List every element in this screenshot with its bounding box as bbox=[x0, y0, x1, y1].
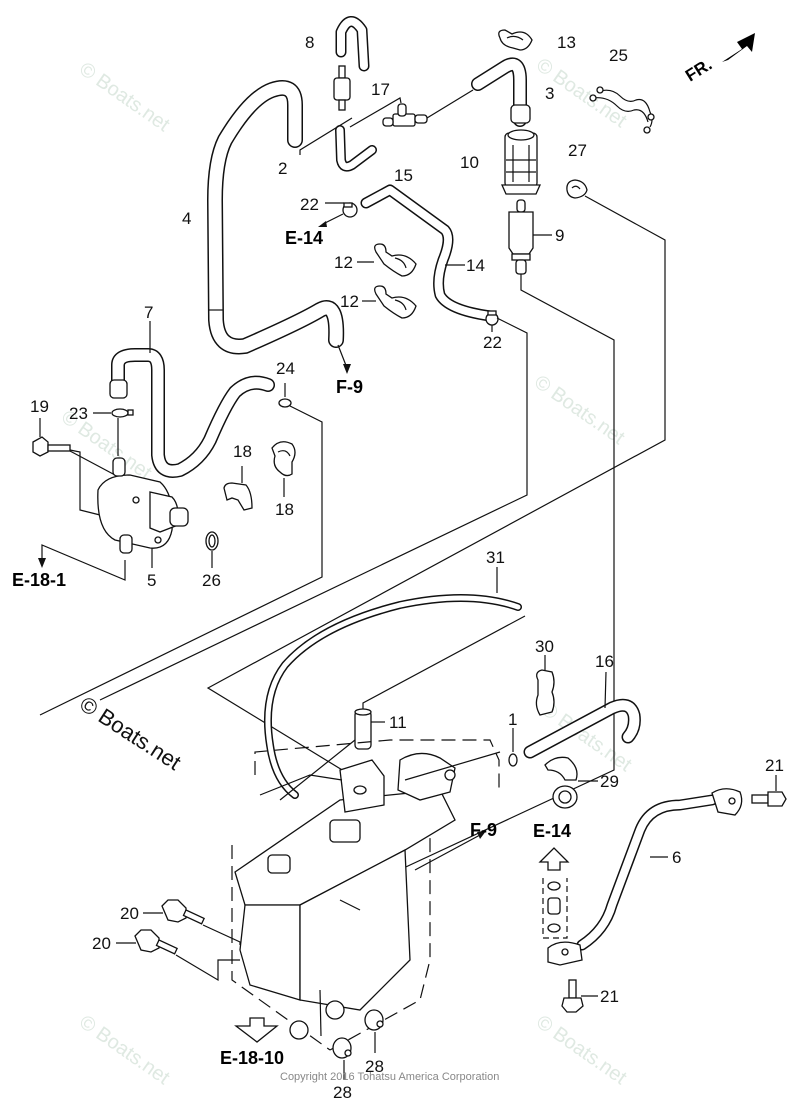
callout-16: 16 bbox=[595, 652, 614, 671]
hose-3[interactable] bbox=[471, 57, 531, 127]
callout-14: 14 bbox=[466, 256, 485, 275]
clip-13[interactable] bbox=[498, 29, 533, 51]
hose-31[interactable] bbox=[263, 567, 522, 799]
hose-4[interactable] bbox=[207, 79, 345, 355]
clip-18-left[interactable] bbox=[223, 466, 253, 511]
ref-f9-mid[interactable]: F-9 bbox=[470, 820, 497, 840]
clip-27[interactable] bbox=[206, 179, 666, 791]
callout-25: 25 bbox=[609, 46, 628, 65]
watermark: © Boats.net bbox=[75, 1011, 174, 1089]
fuel-filter-9[interactable] bbox=[394, 199, 615, 873]
callout-2: 2 bbox=[278, 159, 287, 178]
filter-element-10[interactable] bbox=[500, 129, 542, 195]
callout-26: 26 bbox=[202, 571, 221, 590]
clamp-22-lower[interactable] bbox=[99, 310, 528, 701]
hose-2[interactable] bbox=[299, 97, 402, 172]
callout-30: 30 bbox=[535, 637, 554, 656]
bolt-20-lower[interactable] bbox=[116, 929, 240, 982]
callout-31: 31 bbox=[486, 548, 505, 567]
callout-labels: 8 17 2 15 13 3 25 10 27 9 4 22 12 12 14 … bbox=[30, 33, 784, 1102]
callout-6: 6 bbox=[672, 848, 681, 867]
ref-e18-1[interactable]: E-18-1 bbox=[12, 570, 66, 590]
check-valve-17[interactable] bbox=[333, 65, 351, 111]
hose-14[interactable] bbox=[360, 184, 496, 322]
callout-21-lower: 21 bbox=[600, 987, 619, 1006]
sleeve-11[interactable] bbox=[354, 615, 526, 750]
callout-10: 10 bbox=[460, 153, 479, 172]
clip-12-upper[interactable] bbox=[357, 243, 417, 277]
callout-28-right: 28 bbox=[365, 1057, 384, 1076]
callout-27: 27 bbox=[568, 141, 587, 160]
hose-8[interactable] bbox=[335, 16, 370, 72]
callout-9: 9 bbox=[555, 226, 564, 245]
clip-18-right[interactable] bbox=[271, 441, 296, 497]
fuel-pump-5[interactable] bbox=[97, 457, 189, 568]
callout-7: 7 bbox=[144, 303, 153, 322]
bolt-20-upper[interactable] bbox=[143, 899, 241, 945]
e18-10-arrow-icon bbox=[234, 1017, 279, 1043]
watermark-dark: © Boats.net bbox=[75, 691, 185, 775]
callout-17: 17 bbox=[371, 80, 390, 99]
ref-e14-top[interactable]: E-14 bbox=[285, 228, 323, 248]
callout-28-left: 28 bbox=[333, 1083, 352, 1102]
callout-3: 3 bbox=[545, 84, 554, 103]
bolt-21-upper[interactable] bbox=[751, 775, 787, 807]
callout-5: 5 bbox=[147, 571, 156, 590]
watermark: © Boats.net bbox=[75, 58, 174, 136]
grommet-28-right[interactable] bbox=[364, 1009, 384, 1053]
callout-12-upper: 12 bbox=[334, 253, 353, 272]
clamp-24[interactable] bbox=[39, 383, 323, 716]
callout-23: 23 bbox=[69, 404, 88, 423]
reference-codes: E-14 F-9 E-18-1 F-9 E-14 E-18-10 bbox=[12, 228, 571, 1068]
carburetor-assembly[interactable] bbox=[231, 739, 501, 1051]
callout-18-upper: 18 bbox=[233, 442, 252, 461]
grommet-28-left[interactable] bbox=[319, 989, 352, 1080]
callout-21-upper: 21 bbox=[765, 756, 784, 775]
callout-24: 24 bbox=[276, 359, 295, 378]
e14-mid-arrow-icon bbox=[538, 847, 570, 939]
callout-22-upper: 22 bbox=[300, 195, 319, 214]
hose-16[interactable] bbox=[523, 671, 641, 759]
callout-8: 8 bbox=[305, 33, 314, 52]
bolt-21-lower[interactable] bbox=[561, 979, 598, 1013]
front-arrow-icon bbox=[722, 33, 755, 62]
ref-f9-top[interactable]: F-9 bbox=[336, 377, 363, 397]
ref-e14-mid[interactable]: E-14 bbox=[533, 821, 571, 841]
callout-22-lower: 22 bbox=[483, 333, 502, 352]
watermark: © Boats.net bbox=[532, 1011, 631, 1089]
clamp-22-upper[interactable] bbox=[318, 202, 358, 227]
callout-19: 19 bbox=[30, 397, 49, 416]
f9-top-arrow bbox=[337, 344, 351, 374]
clip-23[interactable] bbox=[93, 408, 134, 456]
clip-30[interactable] bbox=[535, 655, 555, 716]
clip-12-lower[interactable] bbox=[362, 285, 417, 319]
callout-20-upper: 20 bbox=[120, 904, 139, 923]
callout-11: 11 bbox=[389, 713, 407, 732]
t-joint-15[interactable] bbox=[382, 89, 474, 127]
washer-26[interactable] bbox=[205, 531, 219, 568]
callout-20-lower: 20 bbox=[92, 934, 111, 953]
clamp-1[interactable] bbox=[508, 728, 518, 767]
clamp-29[interactable] bbox=[544, 756, 598, 809]
callout-12-lower: 12 bbox=[340, 292, 359, 311]
callout-29: 29 bbox=[600, 772, 619, 791]
copyright-notice: Copyright 2016 Tohatsu America Corporati… bbox=[280, 1071, 499, 1083]
callout-15: 15 bbox=[394, 166, 413, 185]
front-label: FR. bbox=[682, 55, 715, 86]
e18-1-leader bbox=[38, 544, 126, 581]
callout-4: 4 bbox=[182, 209, 191, 228]
callout-18-lower: 18 bbox=[275, 500, 294, 519]
hose-7[interactable] bbox=[109, 321, 275, 478]
callout-13: 13 bbox=[557, 33, 576, 52]
callout-1: 1 bbox=[508, 710, 517, 729]
wire-clip-25[interactable] bbox=[589, 86, 655, 134]
front-direction-indicator: FR. bbox=[682, 33, 755, 85]
hose-6[interactable] bbox=[547, 788, 743, 966]
ref-e18-10[interactable]: E-18-10 bbox=[220, 1048, 284, 1068]
bolt-19[interactable] bbox=[32, 418, 116, 516]
